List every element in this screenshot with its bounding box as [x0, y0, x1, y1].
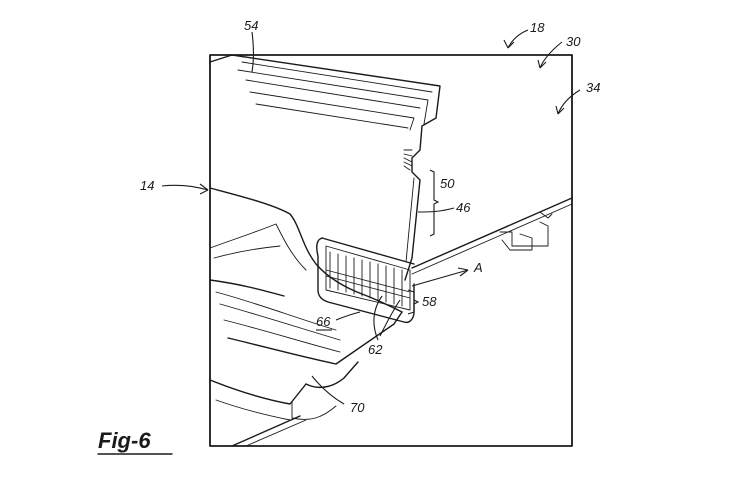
ref-70: 70: [350, 400, 365, 415]
vent-louver: [316, 237, 415, 324]
ref-46: 46: [456, 200, 471, 215]
ref-30: 30: [566, 34, 581, 49]
ref-54: 54: [244, 18, 258, 33]
view-frame: [209, 54, 573, 447]
ref-62: 62: [368, 342, 383, 357]
ref-18: 18: [530, 20, 545, 35]
ref-58: 58: [422, 294, 437, 309]
ref-66: 66: [316, 314, 331, 329]
ref-14: 14: [140, 178, 154, 193]
ref-34: 34: [586, 80, 600, 95]
figure-title: Fig-6: [98, 428, 151, 453]
bed-floor-plane: [411, 197, 573, 275]
wheel-well: [209, 187, 403, 365]
leader-lines: [97, 29, 581, 455]
lower-rail: [209, 361, 359, 447]
side-panel: [209, 54, 441, 281]
ref-a: A: [473, 260, 483, 275]
ref-50: 50: [440, 176, 455, 191]
